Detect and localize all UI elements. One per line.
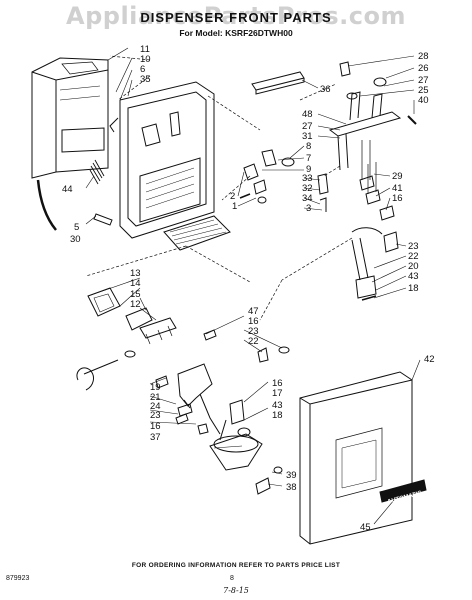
- callout-41: 41: [392, 183, 403, 194]
- callout-31: 31: [302, 131, 313, 142]
- callout-15: 15: [130, 289, 141, 300]
- callout-25: 25: [418, 85, 429, 96]
- page-number: 8: [230, 575, 234, 582]
- callout-23-mid: 23: [248, 326, 259, 337]
- callout-42: 42: [424, 354, 435, 365]
- actuator-small-parts: [239, 149, 329, 212]
- callout-36: 36: [320, 84, 331, 95]
- callout-40: 40: [418, 95, 429, 106]
- paddle-assembly: [87, 277, 177, 345]
- callout-1: 1: [232, 201, 237, 212]
- callout-44: 44: [62, 184, 73, 195]
- callout-21: 21: [150, 392, 161, 403]
- callout-27: 27: [418, 75, 429, 86]
- callout-11: 11: [140, 44, 150, 55]
- callout-28: 28: [418, 51, 429, 62]
- funnel-part-37: [209, 419, 263, 471]
- callout-7: 7: [306, 153, 311, 164]
- callout-32: 32: [302, 183, 313, 194]
- mid-small-parts: [203, 315, 290, 363]
- watermark: AppliancePartsPros.com: [66, 2, 406, 30]
- callout-3: 3: [306, 203, 311, 214]
- callout-16-mid: 16: [248, 316, 259, 327]
- wire-harness: [76, 350, 136, 391]
- callout-24: 24: [150, 401, 161, 412]
- bar-part-36: [251, 71, 305, 95]
- callout-23-low: 23: [150, 410, 161, 421]
- nameplate: [373, 479, 427, 525]
- callout-27-mid: 27: [302, 121, 313, 132]
- callout-47: 47: [248, 306, 259, 317]
- callout-5: 5: [74, 222, 79, 233]
- callout-22-right: 22: [408, 251, 419, 262]
- callout-16-low: 16: [150, 421, 161, 432]
- callout-34: 34: [302, 193, 313, 204]
- ice-chute-housing: [31, 57, 109, 231]
- callout-33: 33: [302, 173, 313, 184]
- callout-29: 29: [392, 171, 403, 182]
- callout-14: 14: [130, 278, 141, 289]
- callout-9: 9: [306, 164, 311, 175]
- leader-lines: [85, 55, 353, 321]
- callout-39: 39: [286, 470, 297, 481]
- callout-16-right: 16: [392, 193, 403, 204]
- callout-17: 17: [272, 388, 283, 399]
- callout-23-right: 23: [408, 241, 419, 252]
- callout-18-right: 18: [408, 283, 419, 294]
- callout-12: 12: [130, 299, 141, 310]
- nameplate-label: AUTOMATIC: [387, 490, 423, 505]
- callout-38: 38: [286, 482, 297, 493]
- valve-parts-right: [229, 381, 269, 437]
- page-title: DISPENSER FRONT PARTS: [140, 10, 332, 25]
- callout-22-mid: 22: [248, 336, 259, 347]
- callout-16-lowmid: 16: [272, 378, 283, 389]
- callout-6: 6: [140, 64, 145, 75]
- lever-mechanism: [328, 91, 402, 191]
- callout-35: 35: [140, 74, 151, 85]
- callout-43-right: 43: [408, 271, 419, 282]
- dispenser-frame: [109, 81, 215, 239]
- callout-2: 2: [230, 191, 235, 202]
- callout-20: 20: [408, 261, 419, 272]
- model-subtitle: For Model: KSRF26DTWH00: [179, 28, 293, 38]
- switch-parts-right: [365, 162, 395, 221]
- front-panel: [299, 359, 421, 545]
- callout-26: 26: [418, 63, 429, 74]
- callout-45: 45: [360, 522, 371, 533]
- callout-48: 48: [302, 109, 313, 120]
- callout-13: 13: [130, 268, 141, 279]
- callout-19: 19: [150, 382, 161, 393]
- ordering-info-footer: FOR ORDERING INFORMATION REFER TO PARTS …: [131, 562, 341, 569]
- callout-30: 30: [70, 234, 81, 245]
- spring-part-44: [89, 159, 105, 185]
- callout-8: 8: [306, 141, 311, 152]
- callout-43-low: 43: [272, 400, 283, 411]
- parts-38-39: [255, 466, 283, 495]
- callout-18-low: 18: [272, 410, 283, 421]
- document-number: 879923: [6, 575, 30, 582]
- water-tube-assembly: [351, 227, 399, 301]
- small-parts-top-right: [339, 61, 417, 125]
- water-actuator-lower: [149, 363, 221, 435]
- revision-date: 7-8-15: [223, 586, 249, 595]
- callout-10: 10: [140, 54, 151, 65]
- drip-tray-grille: [163, 215, 231, 251]
- callout-37: 37: [150, 432, 161, 443]
- callout-leaders: [85, 47, 415, 299]
